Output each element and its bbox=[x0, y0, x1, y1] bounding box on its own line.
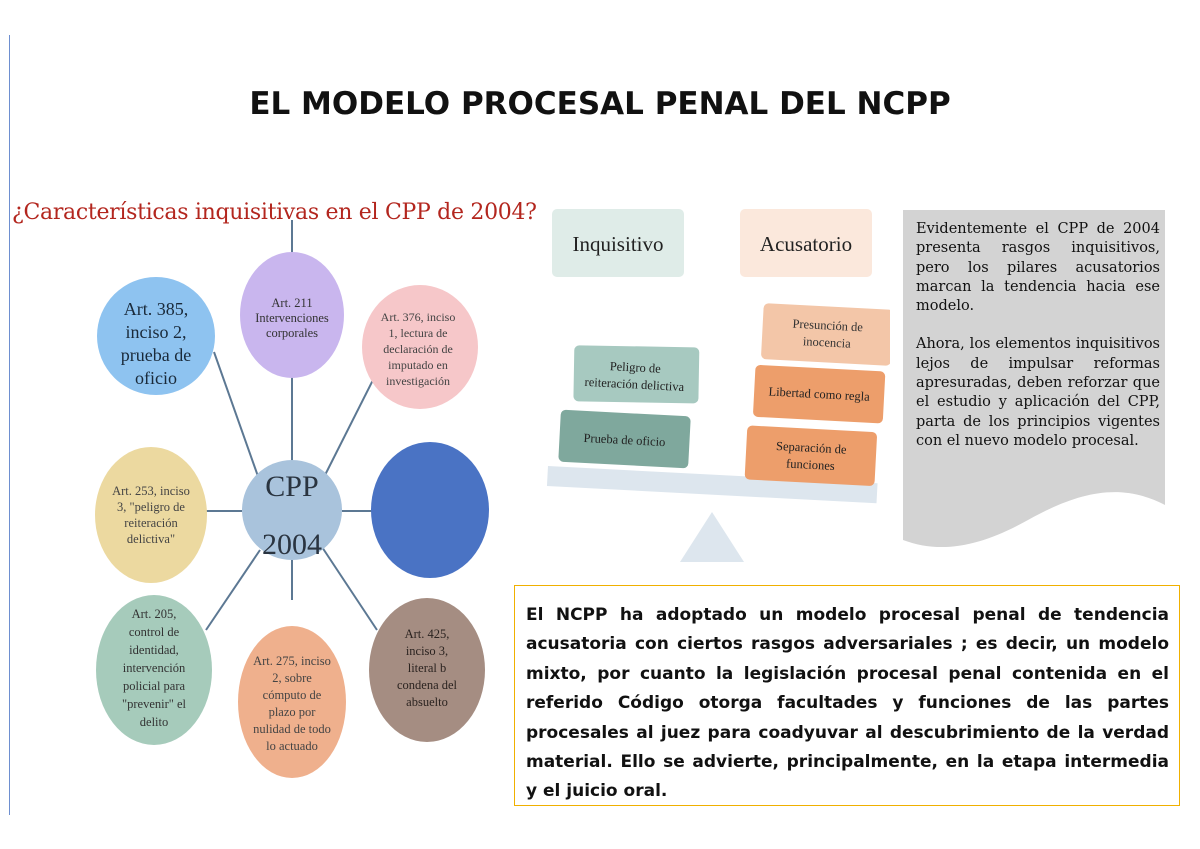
art385-line-2: inciso 2, bbox=[126, 322, 187, 342]
circle-blank bbox=[371, 442, 489, 578]
art425-line-5: absuelto bbox=[406, 695, 448, 709]
circle-art385 bbox=[97, 277, 215, 395]
art425-line-1: Art. 425, bbox=[405, 627, 450, 641]
art205-line-1: Art. 205, bbox=[132, 607, 177, 621]
note-paragraph-1: Evidentemente el CPP de 2004 presenta ra… bbox=[916, 221, 1160, 315]
separacion-line-1: Separación de bbox=[776, 439, 848, 457]
art425-line-3: literal b bbox=[408, 661, 447, 675]
art253-line-2: 3, "peligro de bbox=[117, 500, 185, 514]
presuncion-inocencia-item bbox=[761, 303, 890, 366]
presuncion-line-1: Presunción de bbox=[792, 317, 864, 335]
acusatorio-label: Acusatorio bbox=[760, 232, 852, 256]
art376-line-4: imputado en bbox=[388, 358, 448, 372]
art275-line-4: plazo por bbox=[269, 705, 317, 719]
scale-fulcrum bbox=[680, 512, 744, 562]
inquisitivo-header bbox=[552, 209, 684, 277]
peligro-line-2: reiteración delictiva bbox=[584, 375, 685, 394]
circle-art376 bbox=[362, 285, 478, 409]
cpp-radial-diagram: CPP 2004 Art. 385, inciso 2, prueba de o… bbox=[95, 220, 489, 778]
circle-art211 bbox=[240, 252, 344, 378]
presuncion-line-2: inocencia bbox=[803, 334, 852, 351]
art205-line-6: "prevenir" el bbox=[122, 697, 187, 711]
spoke-top-right bbox=[319, 371, 378, 486]
art211-line-1: Art. 211 bbox=[271, 296, 312, 310]
prueba-oficio-item bbox=[558, 409, 691, 469]
libertad-regla-label: Libertad como regla bbox=[768, 384, 870, 403]
page-title: EL MODELO PROCESAL PENAL DEL NCPP bbox=[249, 86, 951, 122]
art253-line-4: delictiva" bbox=[127, 532, 175, 546]
libertad-regla-item bbox=[753, 365, 886, 424]
separacion-funciones-item bbox=[744, 425, 877, 486]
art385-line-4: oficio bbox=[135, 368, 177, 388]
circle-art211-text: Art. 211 Intervenciones corporales bbox=[255, 296, 329, 340]
summary-box: El NCPP ha adoptado un modelo procesal p… bbox=[514, 585, 1180, 806]
art376-line-5: investigación bbox=[386, 374, 450, 388]
art275-line-5: nulidad de todo bbox=[253, 722, 331, 736]
art425-line-4: condena del bbox=[397, 678, 458, 692]
circle-art275 bbox=[238, 626, 346, 778]
prueba-oficio-label: Prueba de oficio bbox=[583, 431, 666, 449]
circle-art385-text: Art. 385, inciso 2, prueba de oficio bbox=[121, 299, 191, 388]
art385-line-1: Art. 385, bbox=[124, 299, 189, 319]
scale-beam bbox=[546, 466, 878, 504]
circle-art376-text: Art. 376, inciso 1, lectura de declaraci… bbox=[381, 310, 456, 388]
art376-line-3: declaración de bbox=[383, 342, 453, 356]
art253-line-1: Art. 253, inciso bbox=[112, 484, 190, 498]
circle-art205 bbox=[96, 595, 212, 745]
diagram-subtitle: ¿Características inquisitivas en el CPP … bbox=[12, 200, 537, 225]
art376-line-1: Art. 376, inciso bbox=[381, 310, 456, 324]
art385-line-3: prueba de bbox=[121, 345, 191, 365]
spoke-bottom-right bbox=[321, 546, 378, 631]
art425-line-2: inciso 3, bbox=[406, 644, 448, 658]
art275-line-2: 2, sobre bbox=[272, 671, 312, 685]
art205-line-5: policial para bbox=[123, 679, 186, 693]
center-label-2: 2004 bbox=[262, 528, 322, 561]
art205-line-3: identidad, bbox=[129, 643, 179, 657]
note-shape bbox=[903, 210, 1165, 548]
art211-line-3: corporales bbox=[266, 326, 318, 340]
art275-line-1: Art. 275, inciso bbox=[253, 654, 331, 668]
note-text: Evidentemente el CPP de 2004 presenta ra… bbox=[916, 220, 1160, 470]
center-circle bbox=[242, 460, 342, 560]
spoke-top-left bbox=[213, 351, 261, 483]
circle-art425-text: Art. 425, inciso 3, literal b condena de… bbox=[397, 627, 458, 709]
margin-rule bbox=[9, 35, 10, 815]
note-paragraph-2: Ahora, los elementos inquisitivos lejos … bbox=[916, 336, 1160, 449]
art275-line-6: lo actuado bbox=[266, 739, 318, 753]
art205-line-2: control de bbox=[129, 625, 180, 639]
circle-art425 bbox=[369, 598, 485, 742]
circle-art275-text: Art. 275, inciso 2, sobre cómputo de pla… bbox=[253, 654, 331, 753]
inquisitivo-label: Inquisitivo bbox=[572, 232, 663, 256]
acusatorio-header bbox=[740, 209, 872, 277]
art253-line-3: reiteración bbox=[124, 516, 178, 530]
spoke-bottom-left bbox=[205, 549, 261, 631]
peligro-reiteracion-item bbox=[573, 345, 700, 404]
circle-art253-text: Art. 253, inciso 3, "peligro de reiterac… bbox=[112, 484, 190, 546]
scale-beam-group: Peligro de reiteración delictiva Prueba … bbox=[546, 303, 890, 504]
circle-art253 bbox=[95, 447, 207, 583]
balance-scale-diagram: Inquisitivo Acusatorio Peligro de reiter… bbox=[546, 209, 890, 562]
art205-line-4: intervención bbox=[123, 661, 186, 675]
art376-line-2: 1, lectura de bbox=[389, 326, 448, 340]
peligro-line-1: Peligro de bbox=[609, 359, 661, 376]
center-label-1: CPP bbox=[265, 470, 318, 503]
art211-line-2: Intervenciones bbox=[255, 311, 329, 325]
note-background bbox=[903, 210, 1165, 548]
art275-line-3: cómputo de bbox=[263, 688, 322, 702]
separacion-line-2: funciones bbox=[786, 457, 835, 474]
art205-line-7: delito bbox=[140, 715, 168, 729]
circle-art205-text: Art. 205, control de identidad, interven… bbox=[122, 607, 187, 729]
